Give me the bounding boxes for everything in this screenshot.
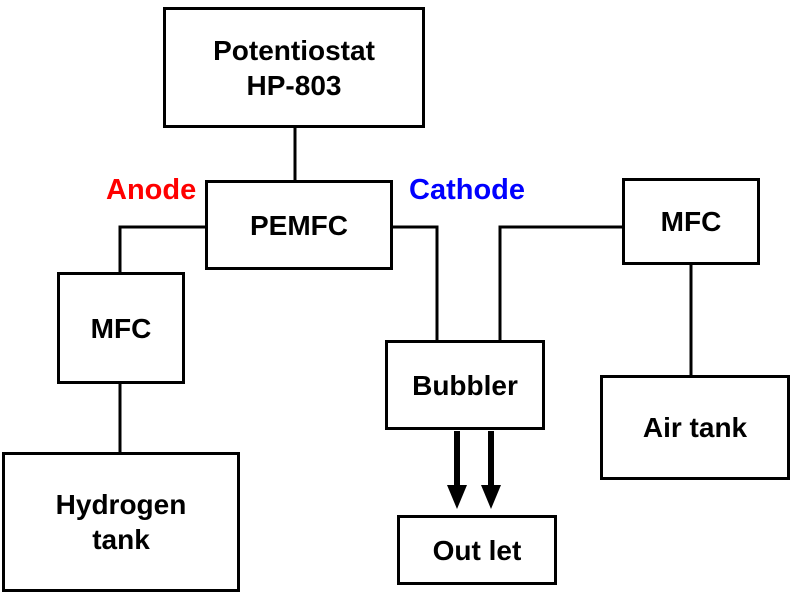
- node-air-tank: Air tank: [600, 375, 790, 480]
- node-mfc-left: MFC: [57, 272, 185, 384]
- node-outlet: Out let: [397, 515, 557, 585]
- node-mfc-right: MFC: [622, 178, 760, 265]
- node-hydrogen-tank: Hydrogen tank: [2, 452, 240, 592]
- wire-mfc-right-bubbler: [498, 225, 623, 342]
- node-bubbler: Bubbler: [385, 340, 545, 430]
- bubbler-outlet-arrows: [447, 431, 501, 509]
- wire-pemfc-bubbler: [392, 225, 439, 342]
- arrow-head-right: [481, 485, 501, 509]
- anode-label: Anode: [106, 174, 197, 206]
- wire-pemfc-mfc-left: [118, 225, 206, 274]
- arrow-head-left: [447, 485, 467, 509]
- node-pemfc: PEMFC: [205, 180, 393, 270]
- node-potentiostat: Potentiostat HP-803: [163, 7, 425, 128]
- cathode-label: Cathode: [409, 174, 525, 206]
